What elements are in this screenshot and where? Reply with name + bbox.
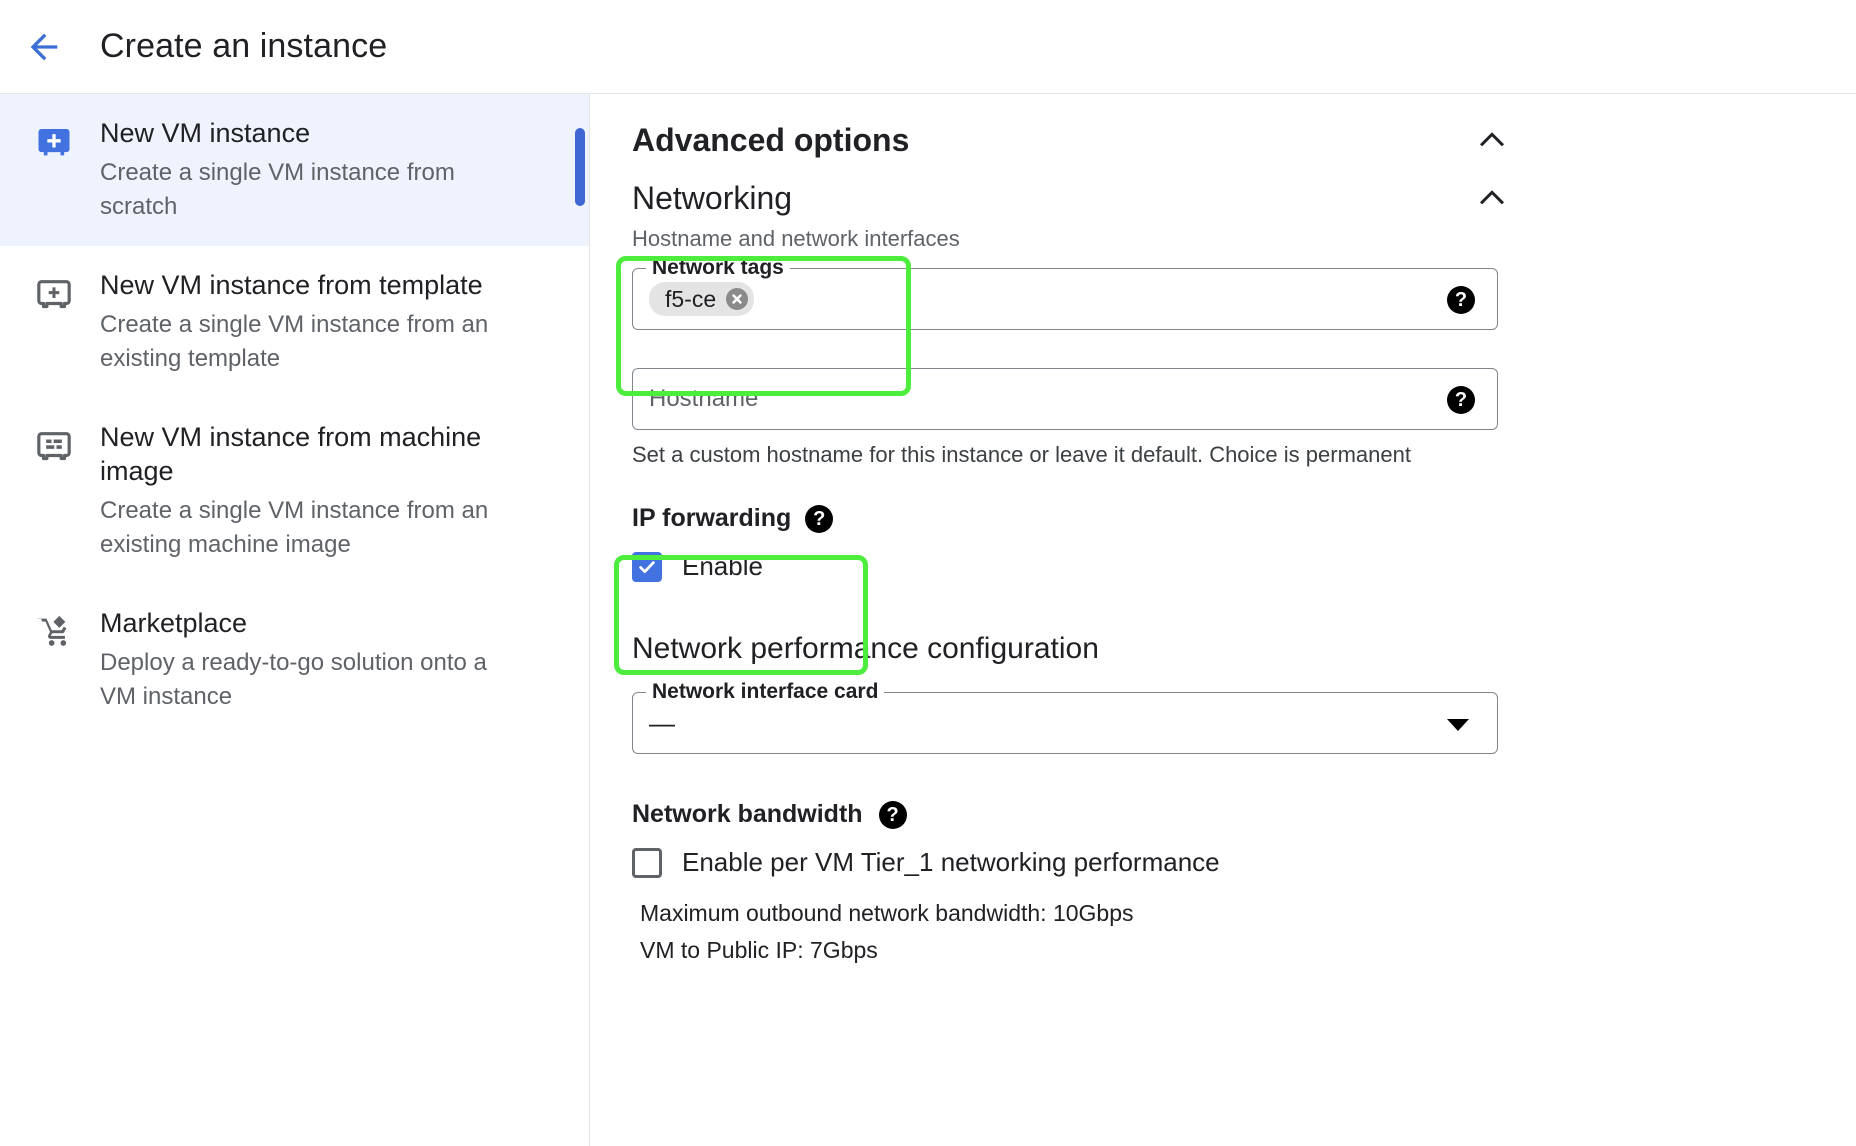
sidebar-item-description: Create a single VM instance from an exis… [100,497,489,558]
ip-forwarding-title: IP forwarding [632,504,792,532]
network-interface-card-value: — [649,707,675,738]
chevron-down-icon[interactable] [1447,719,1469,731]
network-tags-legend: Network tags [646,257,790,279]
sidebar-item-title: New VM instance from template [100,270,483,300]
networking-header[interactable]: Networking [632,178,1512,218]
shopping-cart-icon [30,608,78,656]
ip-forwarding-checkbox[interactable] [632,551,662,582]
sidebar-item-title: Marketplace [100,608,248,638]
network-tags-field[interactable]: Network tags f5-ce ? [632,257,1498,330]
hostname-field[interactable]: Hostname ? [632,368,1498,430]
network-bandwidth-title-row: Network bandwidth ? [632,800,1856,829]
sidebar-item-text: New VM instance Create a single VM insta… [100,116,550,224]
tier1-networking-checkbox[interactable] [632,847,662,878]
network-interface-card-select[interactable]: Network interface card — [632,681,1498,754]
sidebar-item-marketplace[interactable]: Marketplace Deploy a ready-to-go solutio… [0,584,589,736]
app-header: Create an instance [0,0,1856,94]
settings-panel: Advanced options Networking Hostname and… [590,94,1856,1146]
back-button[interactable] [16,19,72,75]
sidebar-item-new-vm-from-machine-image[interactable]: New VM instance from machine image Creat… [0,398,589,584]
network-bandwidth-title: Network bandwidth [632,800,863,828]
advanced-options-title: Advanced options [632,121,910,158]
ip-forwarding-enable-row[interactable]: Enable [632,551,880,582]
ip-forwarding-title-row: IP forwarding ? [632,504,880,533]
help-icon[interactable]: ? [1447,286,1475,314]
arrow-left-icon [24,27,64,67]
instance-type-sidebar: New VM instance Create a single VM insta… [0,94,590,1146]
max-outbound-bandwidth-text: Maximum outbound network bandwidth: 10Gb… [640,900,1134,926]
network-interface-card-legend: Network interface card [646,681,885,703]
sidebar-item-title: New VM instance [100,118,311,148]
page-title: Create an instance [100,27,388,65]
help-icon[interactable]: ? [1447,386,1475,414]
ip-forwarding-group: IP forwarding ? Enable [632,504,880,582]
sidebar-item-text: Marketplace Deploy a ready-to-go solutio… [100,606,550,714]
advanced-options-header[interactable]: Advanced options [632,120,1512,160]
network-performance-title: Network performance configuration [632,632,1099,665]
vm-to-public-ip-text: VM to Public IP: 7Gbps [640,937,878,963]
vm-add-outline-icon [30,270,78,318]
tier1-networking-row[interactable]: Enable per VM Tier_1 networking performa… [632,847,1856,878]
help-icon[interactable]: ? [878,800,907,829]
ip-forwarding-enable-label: Enable [682,551,763,581]
sidebar-item-description: Create a single VM instance from an exis… [100,311,489,372]
tier1-networking-label: Enable per VM Tier_1 networking performa… [682,847,1220,877]
help-icon[interactable]: ? [805,504,834,533]
networking-title: Networking [632,179,793,216]
hostname-helper-text: Set a custom hostname for this instance … [632,442,1411,467]
network-tag-chip-label: f5-ce [665,285,717,312]
hostname-placeholder: Hostname [649,385,759,412]
chevron-up-icon[interactable] [1472,178,1512,218]
sidebar-item-new-vm-instance[interactable]: New VM instance Create a single VM insta… [0,94,589,246]
sidebar-item-description: Deploy a ready-to-go solution onto a VM … [100,649,487,710]
chevron-up-icon[interactable] [1472,120,1512,160]
sidebar-item-text: New VM instance from machine image Creat… [100,420,563,562]
machine-image-icon [30,422,78,470]
sidebar-item-title: New VM instance from machine image [100,422,482,486]
network-tag-chip[interactable]: f5-ce [649,282,755,316]
sidebar-item-description: Create a single VM instance from scratch [100,159,455,220]
sidebar-item-text: New VM instance from template Create a s… [100,268,550,376]
networking-subtitle: Hostname and network interfaces [632,226,960,251]
vm-add-filled-icon [30,118,78,166]
close-circle-icon[interactable] [726,288,749,310]
sidebar-item-new-vm-from-template[interactable]: New VM instance from template Create a s… [0,246,589,398]
